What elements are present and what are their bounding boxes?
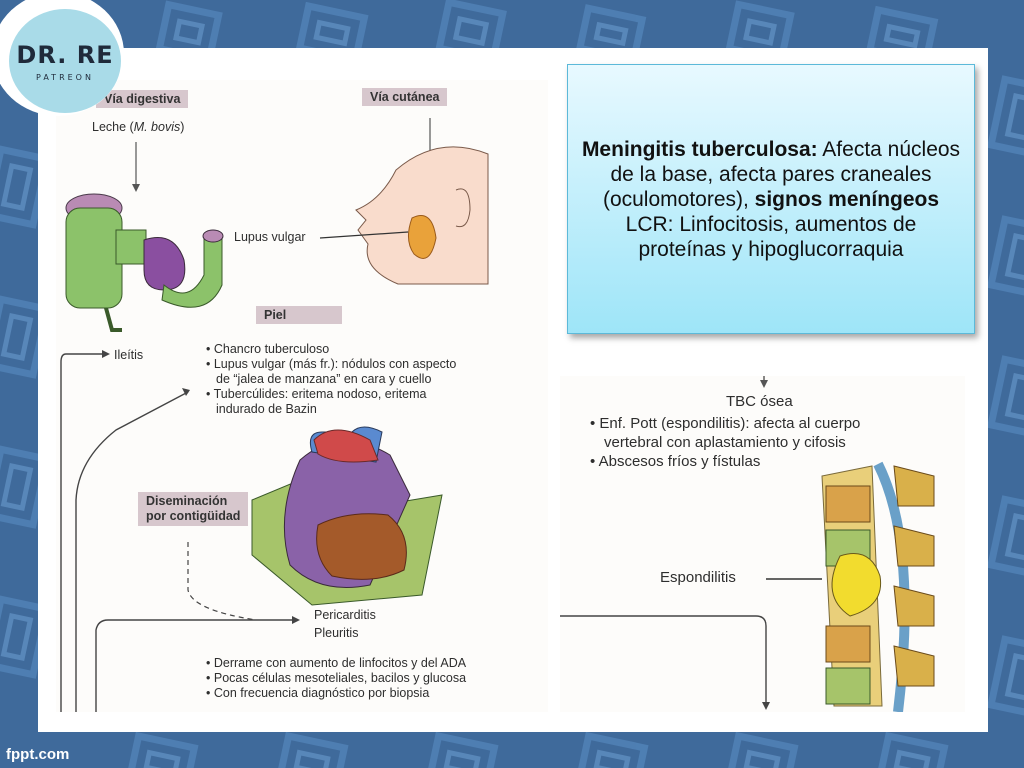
tbc-item-text: Enf. Pott (espondilitis): afecta al cuer… [599, 415, 861, 432]
pattern-square [125, 731, 199, 768]
piel-item-text: Lupus vulgar (más fr.): nódulos con aspe… [213, 357, 457, 371]
footer-brand: fppt.com [6, 746, 70, 763]
spine-illustration [560, 376, 935, 712]
flow-line [95, 619, 296, 712]
spine-vertebrae [821, 461, 935, 712]
tbc-osea-title: TBC ósea [726, 393, 793, 410]
tbc-item: • Abscesos fríos y fístulas [590, 453, 761, 470]
diseminacion-line1: Diseminación [146, 494, 228, 508]
logo-title: DR. RE [16, 40, 114, 69]
piel-item-continuation: de “jalea de manzana” en cara y cuello [206, 372, 456, 387]
lupus-vulgar-label: Lupus vulgar [234, 230, 306, 244]
tag-via-cutanea: Vía cutánea [362, 88, 448, 106]
tbc-item: • Enf. Pott (espondilitis): afecta al cu… [590, 415, 861, 432]
piel-list: • Chancro tuberculoso • Lupus vulgar (má… [206, 342, 456, 417]
figure-left-illustration [60, 118, 489, 712]
flow-line [75, 391, 189, 712]
piel-item-text: Tubercúlides: eritema nodoso, eritema [213, 387, 427, 401]
piel-item: • Chancro tuberculoso [206, 342, 330, 356]
arrowhead [102, 350, 110, 358]
leche-italic: M. bovis [133, 120, 181, 134]
arrowhead [762, 702, 770, 710]
arrowhead [760, 380, 768, 388]
espondilitis-label: Espondilitis [660, 569, 736, 586]
callout-emphasis: signos meníngeos [754, 187, 940, 211]
piel-item-text: Chancro tuberculoso [213, 342, 330, 356]
pattern-square [575, 731, 649, 768]
face-illustration [355, 146, 489, 285]
diseminacion-line2: por contigüidad [146, 509, 241, 523]
lupus-pointer-line [319, 231, 409, 239]
callout-text: Meningitis tuberculosa: Afecta núcleos d… [580, 137, 962, 262]
leche-suffix: ) [180, 120, 185, 134]
callout-body-2: LCR: Linfocitosis, aumentos de proteínas… [625, 212, 917, 261]
bottom-item: • Con frecuencia diagnóstico por biopsia [206, 686, 430, 700]
tbc-list: • Enf. Pott (espondilitis): afecta al cu… [590, 414, 860, 471]
arrowhead [182, 388, 190, 396]
tbc-item-text: Abscesos fríos y fístulas [598, 453, 761, 470]
tag-piel: Piel [256, 306, 342, 324]
meningitis-callout: Meningitis tuberculosa: Afecta núcleos d… [567, 64, 975, 334]
piel-item-text: de “jalea de manzana” en cara y cuello [216, 372, 432, 386]
callout-body-1: Afecta núcleos de la base, afecta pares … [602, 137, 961, 211]
piel-item: • Tubercúlides: eritema nodoso, eritema [206, 387, 427, 401]
intestine-illustration [65, 193, 224, 332]
tag-via-digestiva: Vía digestiva [96, 90, 189, 108]
tbc-item-text: vertebral con aplastamiento y cifosis [604, 434, 846, 451]
leche-label: Leche (M. bovis) [92, 120, 184, 135]
pattern-square [725, 731, 799, 768]
pleuritis-label: Pleuritis [314, 626, 359, 640]
bottom-item-text: Pocas células mesoteliales, bacilos y gl… [213, 671, 467, 685]
piel-item-continuation: indurado de Bazin [206, 402, 456, 417]
bottom-list: • Derrame con aumento de linfocitos y de… [206, 656, 466, 701]
pattern-square [986, 75, 1024, 159]
pattern-square [986, 355, 1024, 439]
bottom-item-text: Derrame con aumento de linfocitos y del … [213, 656, 467, 670]
heart-illustration [251, 426, 443, 606]
flow-line [560, 615, 767, 706]
logo-subtitle: PATREON [36, 72, 94, 82]
bottom-item-text: Con frecuencia diagnóstico por biopsia [213, 686, 430, 700]
arrowhead [292, 616, 300, 624]
arrowhead [132, 184, 140, 192]
logo-badge: DR. RE PATREON [9, 9, 121, 113]
pericarditis-label: Pericarditis [314, 608, 376, 622]
pattern-square [425, 731, 499, 768]
pattern-square [875, 731, 949, 768]
pattern-square [986, 635, 1024, 719]
flow-line-dashed [187, 542, 257, 621]
pattern-square [986, 495, 1024, 579]
bottom-item: • Pocas células mesoteliales, bacilos y … [206, 671, 467, 685]
callout-heading: Meningitis tuberculosa: [581, 137, 818, 161]
pattern-square [986, 215, 1024, 299]
figure-right: TBC ósea • Enf. Pott (espondilitis): afe… [560, 376, 965, 712]
ileitis-label: Ileítis [114, 348, 144, 362]
piel-item: • Lupus vulgar (más fr.): nódulos con as… [206, 357, 457, 371]
pattern-square [275, 731, 349, 768]
flow-line [60, 353, 106, 712]
figure-left: Vía digestiva Leche (M. bovis) Vía cután… [56, 80, 548, 712]
piel-item-text: indurado de Bazin [216, 402, 317, 416]
dr-re-logo: DR. RE PATREON [0, 0, 124, 116]
tbc-item-continuation: vertebral con aplastamiento y cifosis [590, 433, 860, 452]
leche-prefix: Leche ( [92, 120, 134, 134]
tag-diseminacion: Diseminación por contigüidad [138, 492, 249, 526]
bottom-item: • Derrame con aumento de linfocitos y de… [206, 656, 467, 670]
